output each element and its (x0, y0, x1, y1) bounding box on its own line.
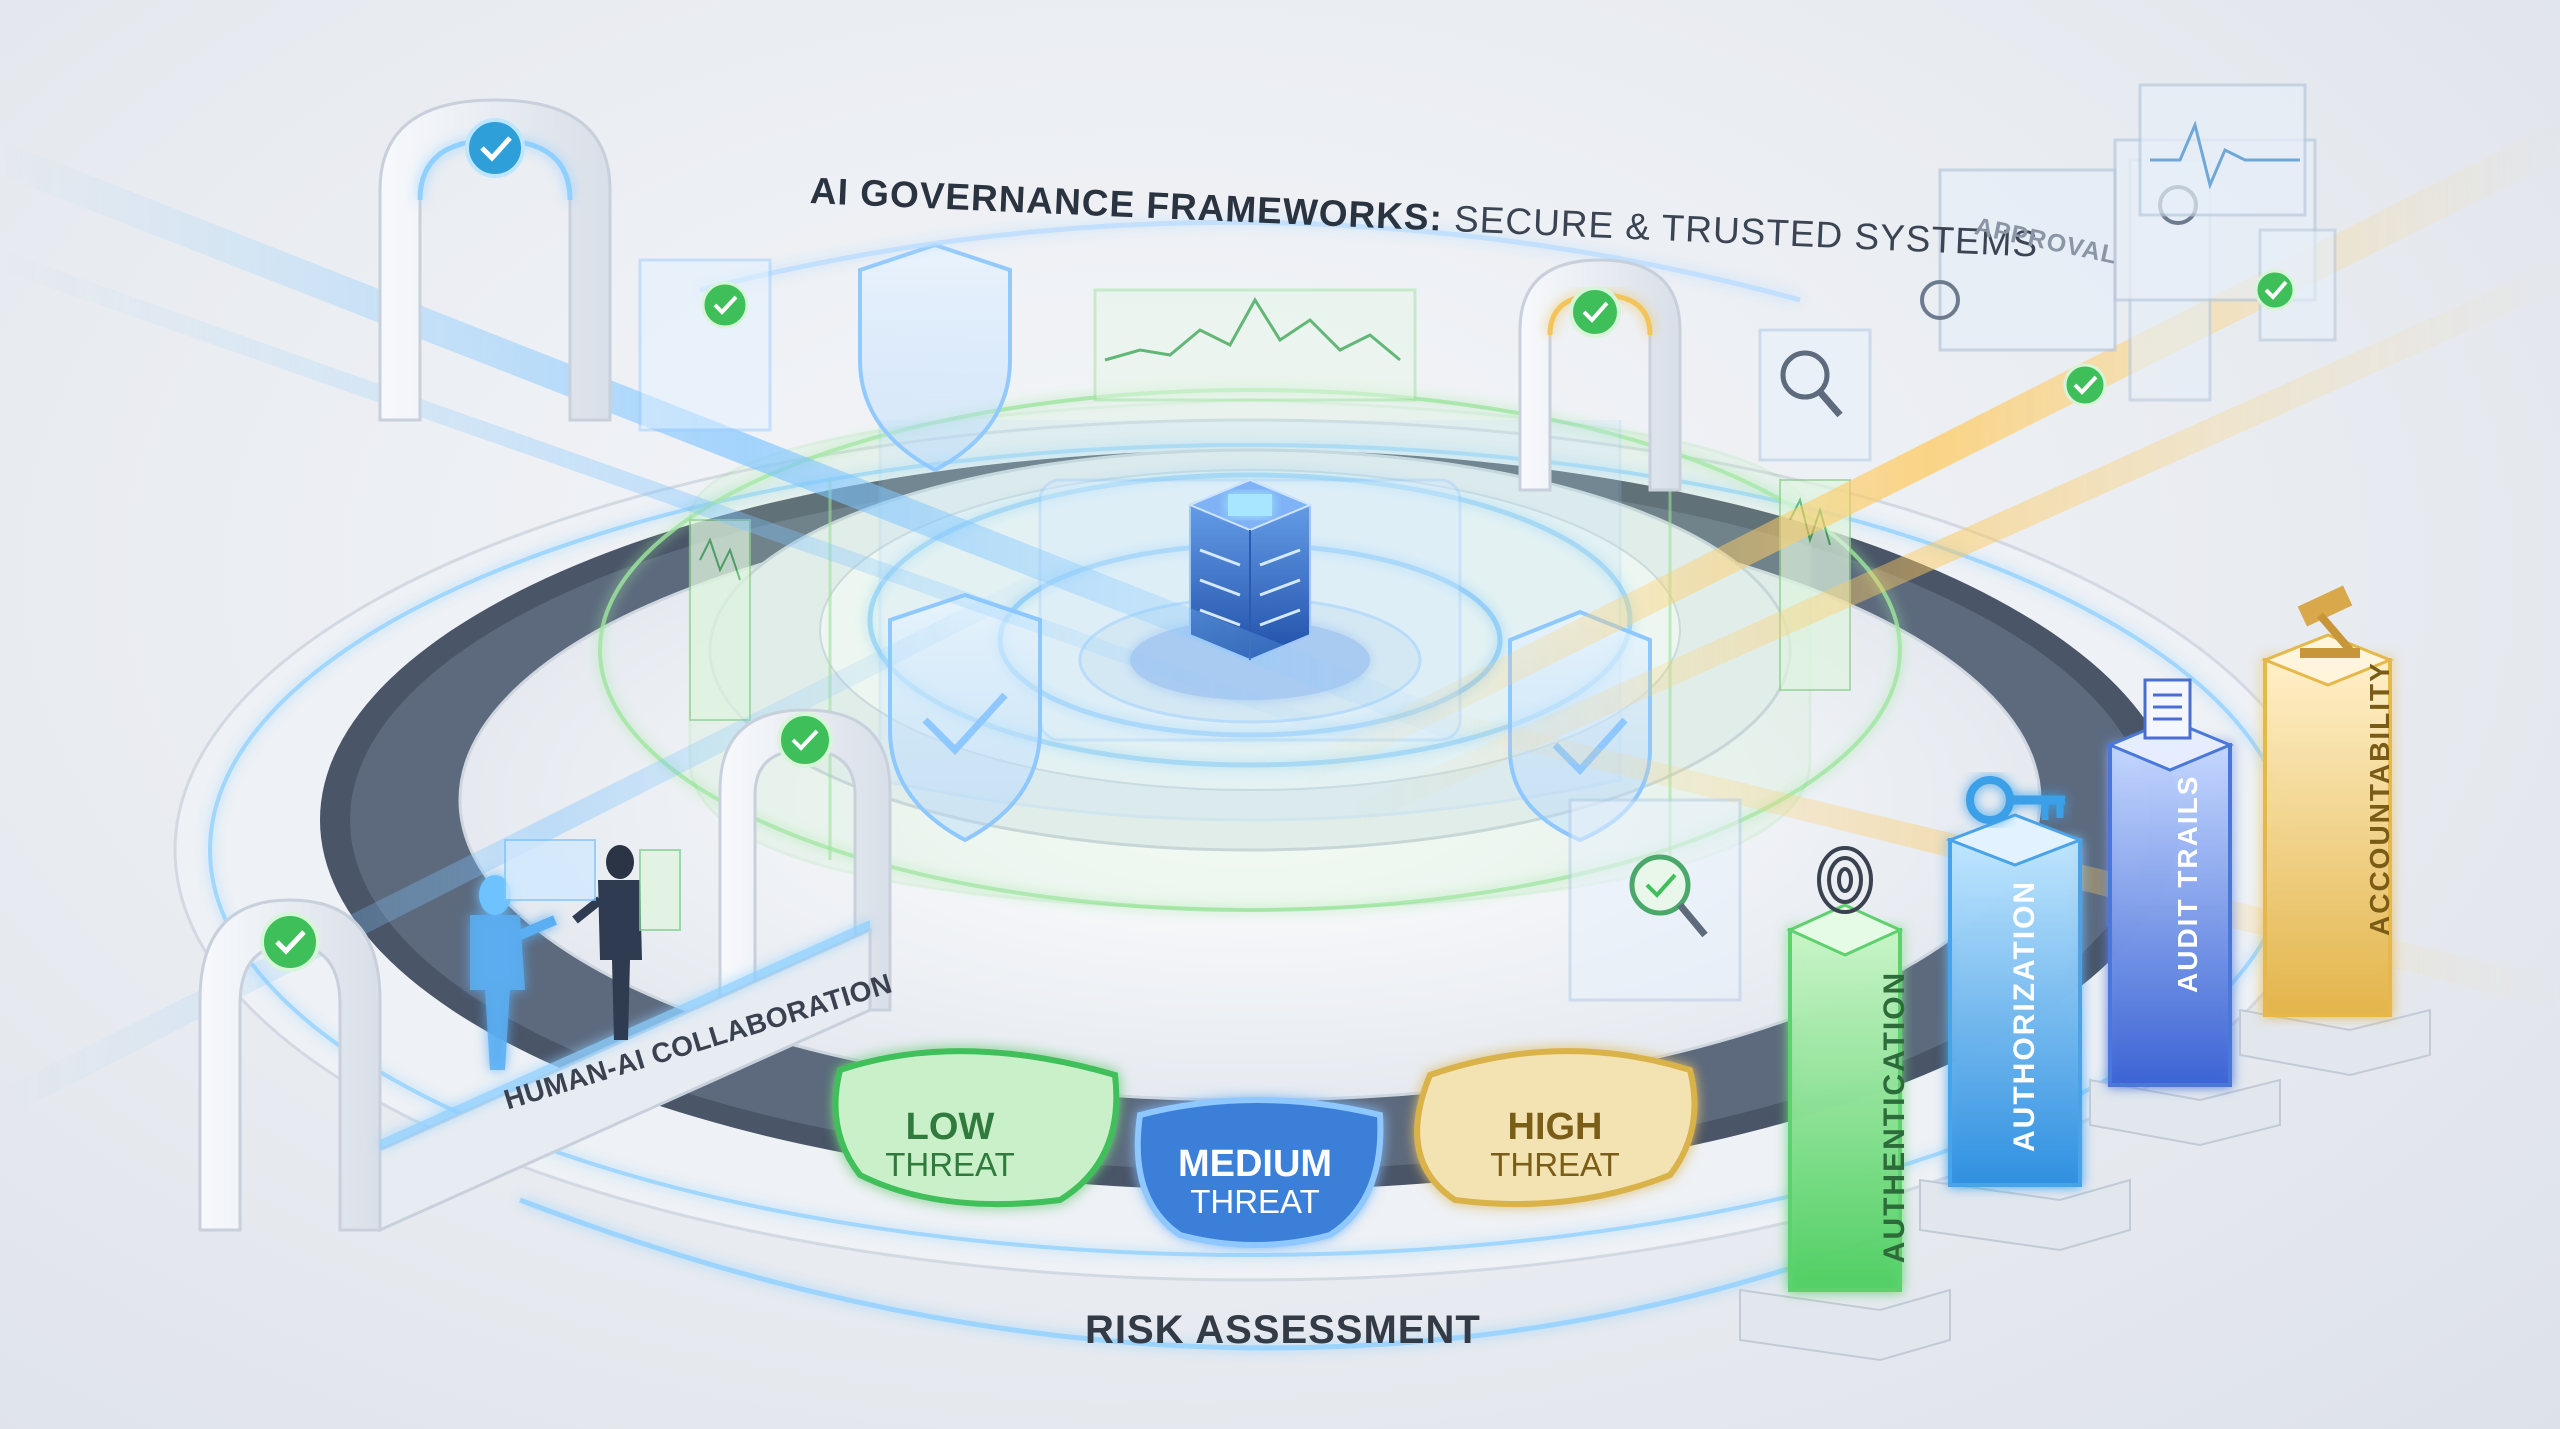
threat-level: MEDIUM (1177, 1143, 1333, 1185)
pillar-label-authentication: AUTHENTICATION (1878, 970, 1911, 1264)
document-icon (2143, 678, 2192, 740)
low-threat-lobe (832, 1048, 1120, 1208)
arch-gate-center-right (1518, 258, 1682, 492)
threat-level: HIGH (1507, 1106, 1603, 1148)
key-icon (1966, 776, 2065, 824)
arch-gate-left-front (198, 898, 382, 1232)
arch-gate-left-back (378, 98, 612, 422)
pillar-authentication (1739, 903, 1951, 1362)
threat-level: LOW (905, 1106, 995, 1148)
threat-word: THREAT (1190, 1182, 1320, 1220)
low-threat-label: LOW THREAT (855, 1106, 1045, 1183)
pillar-label-audit-trails: AUDIT TRAILS (2172, 774, 2203, 993)
robot-figure-icon (470, 875, 557, 1070)
heartbeat-panel (2138, 83, 2307, 217)
medium-threat-label: MEDIUM THREAT (1140, 1143, 1370, 1220)
shield-check-icon (858, 242, 1012, 473)
threat-word: THREAT (1490, 1145, 1620, 1183)
threat-word: THREAT (885, 1145, 1015, 1183)
checkmark-icon (638, 258, 772, 432)
magnifier-icon (1758, 328, 1872, 462)
pillar-audit-trails (2089, 718, 2281, 1147)
pillar-accountability (2239, 633, 2431, 1077)
chart-panel (1093, 288, 1417, 402)
high-threat-label: HIGH THREAT (1460, 1106, 1650, 1183)
risk-assessment-label: RISK ASSESSMENT (1085, 1308, 1481, 1352)
magnifier-icon (1568, 798, 1742, 1002)
hologram-screens (504, 839, 681, 931)
pillar-authorization (1919, 813, 2131, 1252)
pillar-label-authorization: AUTHORIZATION (2008, 879, 2041, 1152)
high-threat-lobe (1414, 1048, 1698, 1208)
log-panel-left (689, 519, 751, 721)
person-icon (572, 845, 642, 1040)
shield-check-icon (888, 592, 1042, 843)
gavel-icon (2297, 585, 2360, 658)
medium-threat-lobe (1134, 1097, 1384, 1248)
fingerprint-icon (1817, 846, 1873, 914)
pillar-label-accountability: ACCOUNTABILITY (2364, 661, 2395, 936)
